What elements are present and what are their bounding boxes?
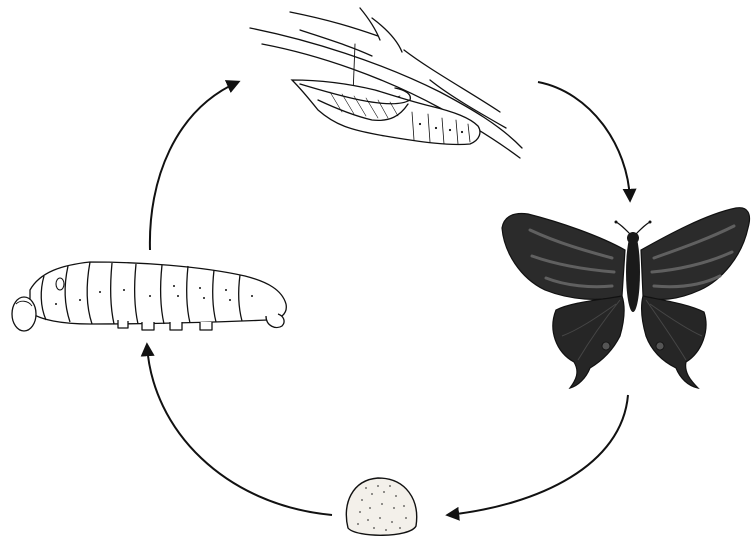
egg-icon — [346, 478, 416, 535]
chrysalis-icon — [250, 8, 522, 158]
arrow-larva-to-pupa — [150, 82, 238, 250]
arrow-adult-to-egg — [448, 395, 628, 515]
caterpillar-icon — [12, 262, 286, 331]
arrow-egg-to-larva — [147, 345, 332, 515]
butterfly-icon — [502, 208, 750, 388]
arrow-pupa-to-adult — [538, 82, 630, 200]
